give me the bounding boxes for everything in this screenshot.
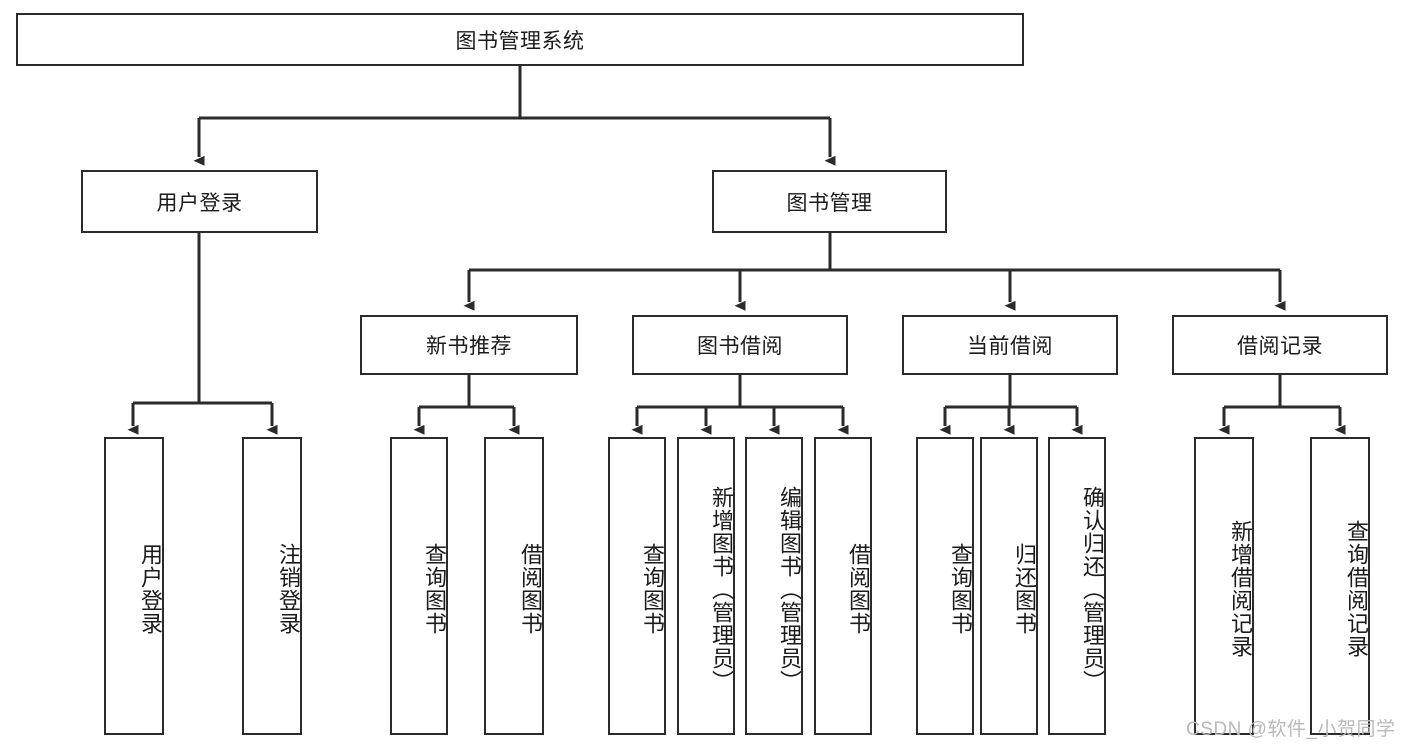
leaf-label: 确认归还（管理员） bbox=[1080, 485, 1105, 693]
leaf-new-book-2[interactable]: 借阅图书 bbox=[484, 437, 544, 735]
node-new-book-recommend-label: 新书推荐 bbox=[426, 335, 512, 358]
leaf-label: 新增图书（管理员） bbox=[709, 485, 734, 693]
node-book-borrow[interactable]: 图书借阅 bbox=[632, 315, 848, 375]
node-borrow-record[interactable]: 借阅记录 bbox=[1172, 315, 1388, 375]
leaf-label: 查询借阅记录 bbox=[1344, 520, 1369, 658]
node-root[interactable]: 图书管理系统 bbox=[16, 13, 1024, 66]
leaf-borrow-record-1[interactable]: 新增借阅记录 bbox=[1194, 437, 1254, 735]
leaf-new-book-1[interactable]: 查询图书 bbox=[390, 437, 448, 735]
leaf-book-borrow-1[interactable]: 查询图书 bbox=[608, 437, 666, 735]
leaf-label: 编辑图书（管理员） bbox=[777, 485, 802, 693]
leaf-label: 新增借阅记录 bbox=[1228, 520, 1253, 658]
leaf-book-borrow-2[interactable]: 新增图书（管理员） bbox=[677, 437, 735, 735]
leaf-borrow-record-2[interactable]: 查询借阅记录 bbox=[1310, 437, 1370, 735]
leaf-label: 注销登录 bbox=[276, 543, 301, 635]
leaf-label: 借阅图书 bbox=[846, 543, 871, 635]
leaf-current-borrow-3[interactable]: 确认归还（管理员） bbox=[1048, 437, 1106, 735]
leaf-label: 归还图书 bbox=[1012, 543, 1037, 635]
leaf-current-borrow-2[interactable]: 归还图书 bbox=[980, 437, 1038, 735]
node-user-login-label: 用户登录 bbox=[156, 191, 243, 215]
node-borrow-record-label: 借阅记录 bbox=[1237, 335, 1323, 358]
leaf-label: 用户登录 bbox=[138, 543, 163, 635]
node-root-label: 图书管理系统 bbox=[455, 29, 585, 53]
node-book-borrow-label: 图书借阅 bbox=[697, 335, 783, 358]
leaf-label: 查询图书 bbox=[640, 543, 665, 635]
node-current-borrow-label: 当前借阅 bbox=[967, 335, 1053, 358]
node-user-login[interactable]: 用户登录 bbox=[81, 170, 318, 233]
leaf-current-borrow-1[interactable]: 查询图书 bbox=[916, 437, 974, 735]
leaf-user-login-1[interactable]: 用户登录 bbox=[104, 437, 164, 735]
node-book-manage-label: 图书管理 bbox=[786, 191, 873, 215]
node-current-borrow[interactable]: 当前借阅 bbox=[902, 315, 1118, 375]
leaf-book-borrow-4[interactable]: 借阅图书 bbox=[814, 437, 872, 735]
node-book-manage[interactable]: 图书管理 bbox=[712, 170, 947, 233]
leaf-label: 查询图书 bbox=[948, 543, 973, 635]
csdn-watermark: CSDN @软件_小贺同学 bbox=[1186, 719, 1396, 740]
leaf-user-login-2[interactable]: 注销登录 bbox=[242, 437, 302, 735]
node-new-book-recommend[interactable]: 新书推荐 bbox=[360, 315, 578, 375]
leaf-book-borrow-3[interactable]: 编辑图书（管理员） bbox=[745, 437, 803, 735]
leaf-label: 查询图书 bbox=[422, 543, 447, 635]
leaf-label: 借阅图书 bbox=[518, 543, 543, 635]
